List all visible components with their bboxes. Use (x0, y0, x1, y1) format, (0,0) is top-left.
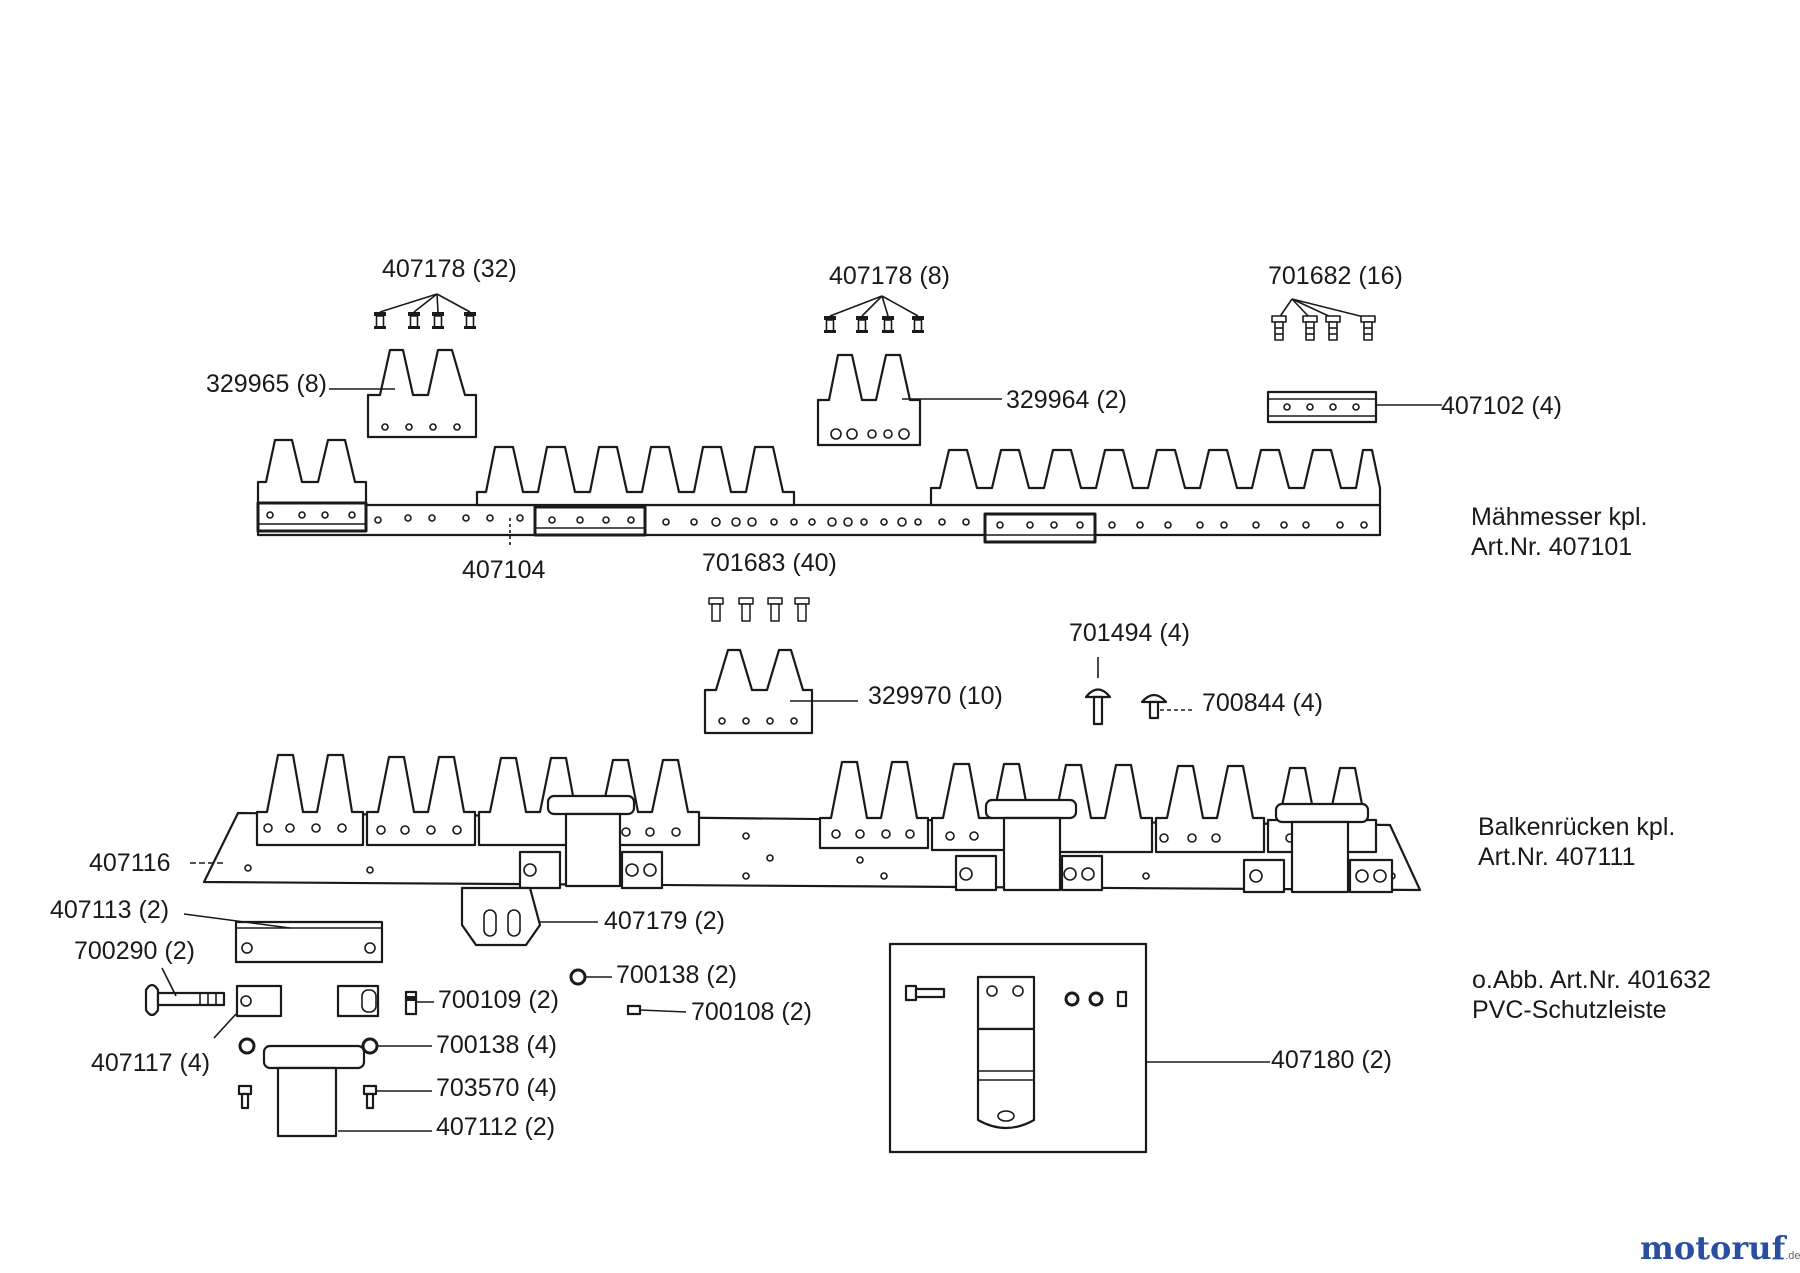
label-407113-2: 407113 (2) (50, 896, 170, 924)
label-700108-2: 700108 (2) (691, 998, 812, 1026)
assembly-name-pvc: PVC-Schutzleiste (1472, 996, 1667, 1024)
label-407178-32: 407178 (32) (382, 255, 517, 283)
label-703570-4: 703570 (4) (436, 1074, 557, 1102)
screw-700108 (626, 1004, 687, 1016)
bolt-700290 (144, 967, 226, 1017)
assembly-art-balkenruecken: Art.Nr. 407111 (1478, 843, 1636, 871)
clamp-407112 (262, 1044, 432, 1138)
label-407179-2: 407179 (2) (604, 907, 725, 935)
label-701494-4: 701494 (4) (1069, 619, 1190, 647)
label-329964-2: 329964 (2) (1006, 386, 1127, 414)
motoruf-logo[interactable]: motoruf.de (1640, 1230, 1800, 1273)
bracket-407179 (460, 886, 598, 947)
label-407112-2: 407112 (2) (436, 1113, 556, 1141)
cutter-bar-assembly (190, 753, 1422, 894)
strip-407102 (1266, 390, 1442, 424)
label-700138-4: 700138 (4) (436, 1031, 557, 1059)
assembly-title-balkenruecken: Balkenrücken kpl. (1478, 813, 1676, 841)
rivet-group-407178-8 (823, 295, 925, 334)
nut-700109 (404, 990, 434, 1016)
assembly-art-pvc: o.Abb. Art.Nr. 401632 (1472, 966, 1712, 994)
screw-group-701682-16 (1271, 298, 1376, 341)
blade-section-329970 (703, 648, 858, 735)
label-329965-8: 329965 (8) (206, 370, 327, 398)
nut-700844 (1140, 693, 1195, 720)
assembly-title-maehmesser: Mähmesser kpl. (1471, 503, 1648, 531)
label-407117-4: 407117 (4) (91, 1049, 211, 1077)
label-407116: 407116 (89, 849, 171, 877)
logo-text: motoruf (1640, 1229, 1786, 1267)
knife-bar-assembly (256, 438, 1382, 545)
rivet-group-701683-40 (708, 597, 810, 622)
label-701683-40: 701683 (40) (702, 549, 837, 577)
screw-703570 (237, 1084, 432, 1110)
label-700138-2: 700138 (2) (616, 961, 737, 989)
block-407117 (213, 984, 380, 1039)
logo-suffix: .de (1785, 1250, 1800, 1262)
washer-700138-a (569, 968, 612, 986)
plate-407113 (183, 913, 384, 964)
assembly-label-balkenruecken: Balkenrücken kpl. Art.Nr. 407111 (1478, 812, 1675, 872)
rivet-group-407178-32 (373, 293, 477, 330)
label-407180-2: 407180 (2) (1271, 1046, 1392, 1074)
label-407178-8: 407178 (8) (829, 262, 950, 290)
washer-700138-b (238, 1037, 432, 1055)
assembly-label-maehmesser: Mähmesser kpl. Art.Nr. 407101 (1471, 502, 1647, 562)
label-700109-2: 700109 (2) (438, 986, 559, 1014)
label-700290-2: 700290 (2) (74, 937, 195, 965)
label-700844-4: 700844 (4) (1202, 689, 1323, 717)
label-329970-10: 329970 (10) (868, 682, 1003, 710)
kit-box-407180 (888, 942, 1270, 1154)
bolt-701494 (1084, 657, 1112, 726)
blade-section-329964 (816, 353, 1002, 447)
label-407104: 407104 (462, 556, 546, 584)
blade-section-329965 (329, 348, 478, 439)
assembly-art-maehmesser: Art.Nr. 407101 (1471, 533, 1633, 561)
assembly-label-pvc: o.Abb. Art.Nr. 401632 PVC-Schutzleiste (1472, 965, 1711, 1025)
label-701682-16: 701682 (16) (1268, 262, 1403, 290)
label-407102-4: 407102 (4) (1441, 392, 1562, 420)
